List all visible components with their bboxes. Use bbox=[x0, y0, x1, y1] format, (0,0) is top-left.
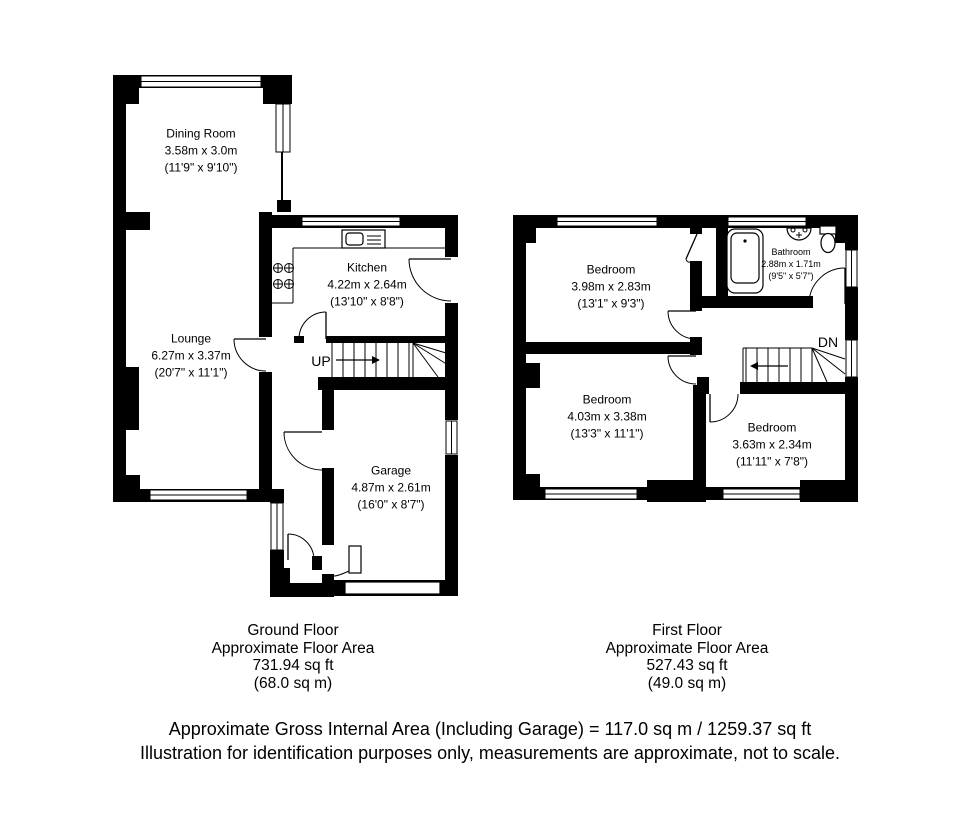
room-size-imperial: (11'9" x 9'10") bbox=[164, 160, 238, 175]
bathroom-door bbox=[808, 267, 846, 305]
disclaimer-note: Illustration for identification purposes… bbox=[139, 743, 841, 763]
up-stairs bbox=[331, 342, 457, 378]
floor-area-sqft: 731.94 sq ft bbox=[252, 657, 334, 674]
ground-floor-plan bbox=[113, 75, 458, 597]
lounge-label: Lounge 6.27m x 3.37m (20'7" x 11'1") bbox=[151, 331, 230, 382]
room-size-imperial: (11'11" x 7'8") bbox=[735, 454, 809, 469]
floor-name: Ground Floor bbox=[247, 622, 339, 639]
window bbox=[275, 103, 291, 153]
dn-arrow-icon bbox=[750, 362, 788, 370]
garage-label: Garage 4.87m x 2.61m (16'0" x 8'7") bbox=[351, 463, 430, 514]
room-name: Lounge bbox=[170, 331, 212, 346]
room-size-metric: 4.87m x 2.61m bbox=[351, 480, 431, 495]
window bbox=[727, 216, 807, 227]
window bbox=[845, 249, 858, 288]
kitchen-fixtures bbox=[272, 229, 445, 304]
garage-hall-door bbox=[283, 431, 323, 471]
up-arrow-icon bbox=[336, 356, 380, 364]
room-size-metric: 3.98m x 2.83m bbox=[571, 279, 651, 294]
kitchen-back-door bbox=[408, 258, 452, 302]
kitchen-sink bbox=[341, 229, 386, 249]
bedroom3-door bbox=[709, 393, 739, 423]
first-floor-footer: First Floor Approximate Floor Area 527.4… bbox=[606, 622, 769, 692]
wash-basin bbox=[786, 227, 812, 241]
gross-internal-area-note: Approximate Gross Internal Area (Includi… bbox=[168, 719, 812, 739]
bedroom1-label: Bedroom 3.98m x 2.83m (13'1" x 9'3") bbox=[571, 262, 650, 313]
window bbox=[270, 502, 284, 551]
porch-garage-door bbox=[333, 545, 362, 577]
room-name: Bedroom bbox=[747, 420, 797, 435]
room-size-imperial: (20'7" x 11'1") bbox=[154, 365, 228, 380]
first-doors bbox=[667, 233, 846, 423]
room-size-imperial: (13'10" x 8'8") bbox=[330, 294, 404, 309]
ground-windows bbox=[140, 75, 458, 551]
window bbox=[140, 75, 262, 88]
up-stairs-label: UP bbox=[311, 353, 331, 369]
first-windows bbox=[544, 216, 858, 500]
room-size-metric: 3.58m x 3.0m bbox=[164, 143, 238, 158]
room-size-metric: 2.88m x 1.71m bbox=[761, 259, 821, 269]
window bbox=[544, 488, 638, 500]
kitchen-label: Kitchen 4.22m x 2.64m (13'10" x 8'8") bbox=[327, 260, 406, 311]
bedroom1-door bbox=[667, 310, 697, 340]
floor-area-sqm: (68.0 sq m) bbox=[253, 674, 333, 692]
window bbox=[722, 488, 801, 500]
floor-area-label: Approximate Floor Area bbox=[605, 639, 769, 657]
ground-floor-footer: Ground Floor Approximate Floor Area 731.… bbox=[212, 622, 375, 692]
floor-area-sqm: (49.0 sq m) bbox=[647, 674, 727, 692]
floor-area-sqft: 527.43 sq ft bbox=[646, 657, 728, 674]
bedroom2-door bbox=[667, 355, 697, 385]
bedroom1-top-door bbox=[685, 233, 698, 263]
dn-stairs-label: DN bbox=[817, 334, 839, 350]
window bbox=[149, 489, 248, 501]
window bbox=[556, 216, 658, 227]
front-door bbox=[287, 533, 315, 561]
hob bbox=[273, 263, 294, 289]
dining-room-label: Dining Room 3.58m x 3.0m (11'9" x 9'10") bbox=[165, 126, 238, 177]
lounge-door bbox=[233, 338, 267, 372]
window bbox=[301, 216, 401, 227]
garage-door bbox=[344, 581, 441, 595]
bedroom3-label: Bedroom 3.63m x 2.34m (11'11" x 7'8") bbox=[732, 420, 811, 471]
room-name: Bathroom bbox=[771, 247, 811, 257]
first-floor-plan bbox=[513, 215, 858, 502]
room-size-imperial: (13'1" x 9'3") bbox=[577, 296, 645, 311]
cupboard-door bbox=[700, 296, 723, 308]
room-name: Dining Room bbox=[166, 126, 236, 141]
window bbox=[845, 339, 858, 378]
room-size-metric: 4.03m x 3.38m bbox=[567, 409, 647, 424]
toilet bbox=[819, 225, 837, 254]
kitchen-hall-door bbox=[298, 311, 327, 340]
room-name: Garage bbox=[370, 463, 412, 478]
room-name: Bedroom bbox=[582, 392, 632, 407]
window bbox=[445, 420, 458, 455]
room-size-metric: 6.27m x 3.37m bbox=[151, 348, 231, 363]
ground-doors bbox=[233, 258, 452, 577]
room-size-imperial: (13'3" x 11'1") bbox=[570, 426, 644, 441]
bedroom2-label: Bedroom 4.03m x 3.38m (13'3" x 11'1") bbox=[567, 392, 646, 443]
room-size-imperial: (9'5" x 5'7") bbox=[768, 271, 814, 281]
dn-stairs bbox=[742, 347, 846, 383]
bathroom-fixtures bbox=[726, 225, 837, 294]
room-name: Bedroom bbox=[586, 262, 636, 277]
room-size-metric: 4.22m x 2.64m bbox=[327, 277, 407, 292]
bathtub bbox=[726, 228, 764, 294]
floor-area-label: Approximate Floor Area bbox=[211, 639, 375, 657]
bathroom-label: Bathroom 2.88m x 1.71m (9'5" x 5'7") bbox=[761, 246, 821, 282]
room-name: Kitchen bbox=[346, 260, 388, 275]
floor-name: First Floor bbox=[652, 622, 722, 639]
room-size-imperial: (16'0" x 8'7") bbox=[357, 497, 425, 512]
room-size-metric: 3.63m x 2.34m bbox=[732, 437, 812, 452]
